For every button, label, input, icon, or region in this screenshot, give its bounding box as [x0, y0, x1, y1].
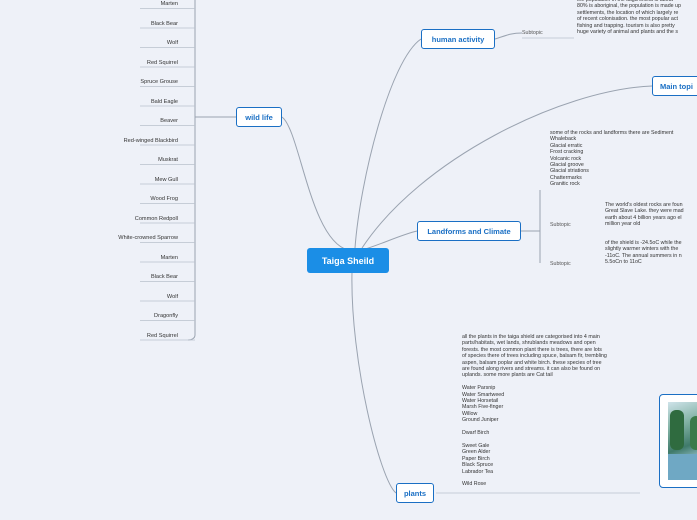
link-wild-life — [281, 116, 349, 251]
wildlife-item[interactable]: Wolf — [166, 293, 178, 300]
landforms-text[interactable]: some of the rocks and landforms there ar… — [550, 130, 674, 188]
wildlife-item[interactable]: Red-winged Blackbird — [123, 137, 178, 144]
wildlife-item[interactable]: Marten — [160, 254, 178, 261]
wildlife-item[interactable]: Red Squirrel — [146, 332, 178, 339]
wildlife-item[interactable]: Common Redpoll — [134, 215, 178, 222]
rocks-text[interactable]: The world's oldest rocks are foun Great … — [605, 202, 684, 228]
topic-landforms-climate[interactable]: Landforms and Climate — [417, 221, 521, 241]
wildlife-item[interactable]: Mew Gull — [154, 176, 178, 183]
landscape-photo — [668, 402, 697, 480]
topic-wild-life[interactable]: wild life — [236, 107, 282, 127]
wildlife-item[interactable]: Dragonfly — [154, 313, 178, 319]
topic-human-activity[interactable]: human activity — [421, 29, 495, 49]
link-human-activity — [354, 38, 422, 249]
subtopic-climate-label: Subtopic — [550, 261, 571, 267]
wildlife-item[interactable]: Marten — [160, 1, 178, 7]
topic-human-activity-label: human activity — [431, 34, 485, 44]
wildlife-item[interactable]: Black Bear — [150, 20, 178, 27]
topic-landforms-label: Landforms and Climate — [427, 226, 511, 236]
plants-text[interactable]: all the plants in the taiga shield are c… — [462, 334, 607, 488]
wildlife-item[interactable]: Muskrat — [158, 157, 178, 163]
subtopic-rocks-label: Subtopic — [550, 222, 571, 228]
link-plants — [351, 271, 397, 494]
wildlife-item[interactable]: Black Bear — [150, 274, 178, 280]
link-main-topic — [361, 85, 653, 249]
topic-plants[interactable]: plants — [396, 483, 434, 503]
topic-main[interactable]: Main topi — [652, 76, 697, 96]
topic-wild-life-label: wild life — [245, 112, 273, 122]
topic-main-label: Main topi — [660, 81, 693, 91]
climate-text[interactable]: of the shield is -24.5oC while the sligh… — [605, 240, 682, 266]
human-activity-text[interactable]: the population in the taiga shield is ab… — [577, 0, 681, 36]
wildlife-item[interactable]: White-crowned Sparrow — [118, 235, 178, 241]
wildlife-item[interactable]: Red Squirrel — [146, 59, 178, 66]
wildlife-item[interactable]: Spruce Grouse — [140, 79, 178, 85]
central-topic-label: Taiga Sheild — [321, 255, 375, 266]
wildlife-item[interactable]: Wood Frog — [150, 196, 178, 202]
wildlife-item[interactable]: Bald Eagle — [150, 98, 178, 105]
topic-plants-label: plants — [403, 488, 427, 498]
central-topic[interactable]: Taiga Sheild — [307, 248, 389, 273]
subtopic-human-label: Subtopic — [522, 30, 543, 36]
wildlife-item[interactable]: Wolf — [166, 40, 178, 46]
wildlife-item[interactable]: Beaver — [160, 118, 178, 124]
image-card[interactable] — [659, 394, 697, 488]
